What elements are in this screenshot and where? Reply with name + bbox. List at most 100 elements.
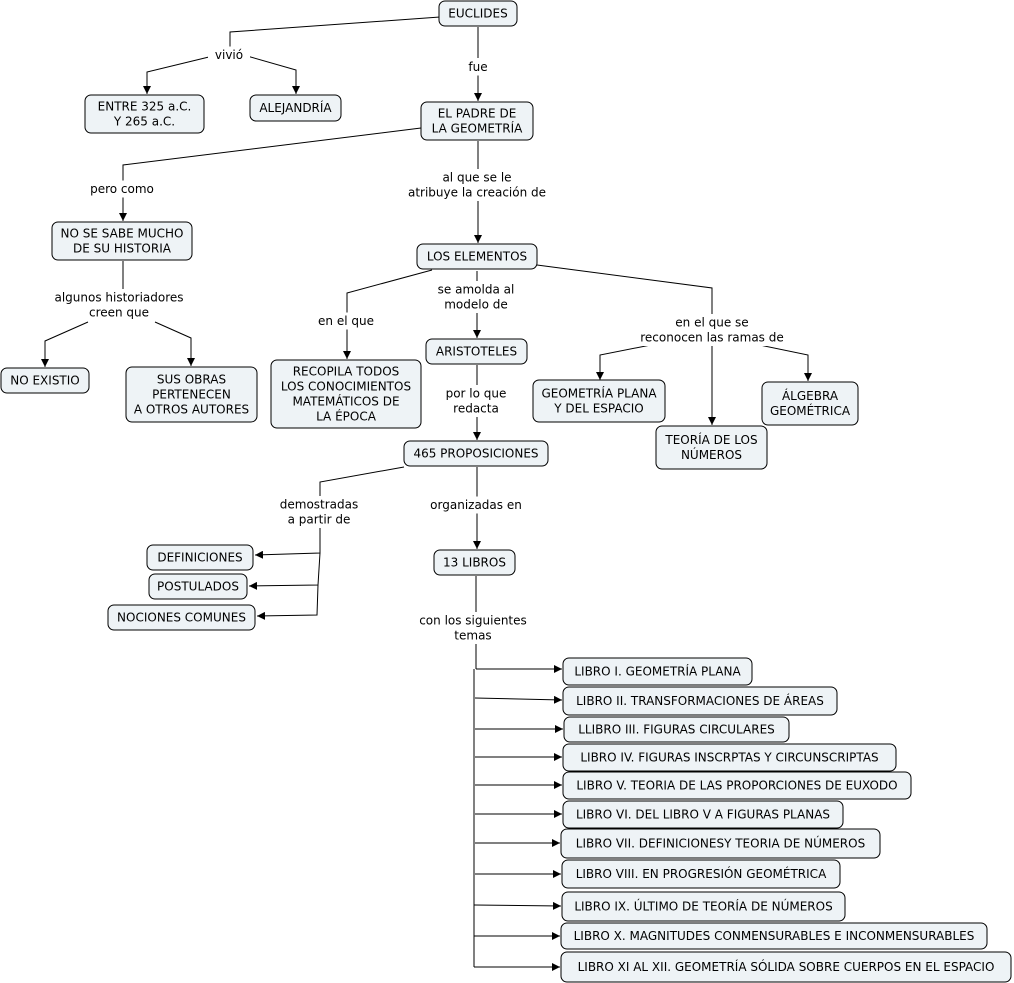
link-label-demostradas-line: a partir de xyxy=(288,513,351,527)
connector-line xyxy=(41,321,89,367)
node-label-text: LIBRO XI AL XII. GEOMETRÍA SÓLIDA SOBRE … xyxy=(578,959,995,974)
node-label-line: EL PADRE DE xyxy=(438,107,517,121)
concept-node-euclides[interactable]: EUCLIDES xyxy=(438,0,518,27)
node-label-line: GEOMETRÍA PLANA xyxy=(541,386,657,401)
link-label-bg xyxy=(276,496,362,528)
link-label-siguientes-line: temas xyxy=(454,629,491,643)
node-box xyxy=(562,771,912,800)
concept-node-libro2[interactable]: LIBRO II. TRANSFORMACIONES DE ÁREAS xyxy=(562,686,838,716)
concept-node-nociones[interactable]: NOCIONES COMUNES xyxy=(107,604,256,631)
node-label-line: 465 PROPOSICIONES xyxy=(413,447,538,461)
node-label-line: ÁLGEBRA xyxy=(782,388,839,403)
link-label-pero-como-text: pero como xyxy=(90,182,154,196)
node-label-text: LOS ELEMENTOS xyxy=(427,250,527,264)
concept-node-definiciones[interactable]: DEFINICIONES xyxy=(146,544,254,571)
node-label-line: A OTROS AUTORES xyxy=(134,403,249,417)
concept-node-libro6[interactable]: LIBRO VI. DEL LIBRO V A FIGURAS PLANAS xyxy=(562,800,844,829)
node-label-line: MATEMÁTICOS DE xyxy=(292,394,399,409)
concept-node-postulados[interactable]: POSTULADOS xyxy=(148,573,248,600)
node-label-text: LLIBRO III. FIGURAS CIRCULARES xyxy=(578,723,775,737)
concept-node-libro9[interactable]: LIBRO IX. ÚLTIMO DE TEORÍA DE NÚMEROS xyxy=(561,891,846,922)
node-label-text: LIBRO IV. FIGURAS INSCRPTAS Y CIRCUNSCRI… xyxy=(580,751,878,765)
link-label-bg xyxy=(629,314,795,346)
concept-node-aristoteles[interactable]: ARISTOTELES xyxy=(425,338,528,365)
node-label-text: NOCIONES COMUNES xyxy=(117,611,246,625)
link-label-atribuye-line: al que se le xyxy=(442,171,511,185)
connector-line xyxy=(256,584,319,620)
node-label-line: LLIBRO III. FIGURAS CIRCULARES xyxy=(578,723,775,737)
concept-node-libro5[interactable]: LIBRO V. TEORIA DE LAS PROPORCIONES DE E… xyxy=(562,771,912,800)
connector-line xyxy=(254,528,321,559)
link-label-en-el-que-text: en el que xyxy=(318,314,374,328)
concept-node-libro3[interactable]: LLIBRO III. FIGURAS CIRCULARES xyxy=(563,716,790,743)
link-label-amolda-line: modelo de xyxy=(444,298,508,312)
link-label-organizadas-line: organizadas en xyxy=(430,498,522,512)
node-label-text: LIBRO IX. ÚLTIMO DE TEORÍA DE NÚMEROS xyxy=(574,899,832,914)
link-label-bg xyxy=(391,169,563,201)
node-box xyxy=(403,440,549,467)
link-label-bg xyxy=(437,385,515,417)
node-label-line: LIBRO II. TRANSFORMACIONES DE ÁREAS xyxy=(576,693,824,708)
concept-node-no-existio[interactable]: NO EXISTIO xyxy=(0,367,90,394)
link-label-bg xyxy=(464,58,492,76)
concept-node-libro10[interactable]: LIBRO X. MAGNITUDES CONMENSURABLES E INC… xyxy=(560,922,988,950)
connector-line xyxy=(122,127,422,182)
node-label-line: TEORÍA DE LOS xyxy=(664,432,757,447)
node-label-line: ALEJANDRÍA xyxy=(259,100,332,115)
node-label-line: POSTULADOS xyxy=(157,580,239,594)
link-label-redacta-line: por lo que xyxy=(446,387,507,401)
concept-node-libro4[interactable]: LIBRO IV. FIGURAS INSCRPTAS Y CIRCUNSCRI… xyxy=(562,743,897,772)
link-label-bg xyxy=(40,289,198,321)
connector-line xyxy=(754,343,812,381)
node-label-line: GEOMÉTRICA xyxy=(770,403,851,418)
concept-node-libro7[interactable]: LIBRO VII. DEFINICIONESY TEORIA DE NÚMER… xyxy=(560,828,881,859)
node-label-line: LA GEOMETRÍA xyxy=(432,121,523,136)
concept-node-trece-libros[interactable]: 13 LIBROS xyxy=(433,549,516,576)
concept-node-libro1[interactable]: LIBRO I. GEOMETRÍA PLANA xyxy=(562,657,753,686)
node-label-text: LIBRO VII. DEFINICIONESY TEORIA DE NÚMER… xyxy=(576,836,865,851)
node-label-line: LIBRO X. MAGNITUDES CONMENSURABLES E INC… xyxy=(574,929,975,943)
concept-node-alejandria[interactable]: ALEJANDRÍA xyxy=(249,94,342,122)
node-label-line: PERTENECEN xyxy=(152,388,231,402)
node-label-line: ARISTOTELES xyxy=(436,345,517,359)
node-box xyxy=(270,359,422,429)
node-label-text: ARISTOTELES xyxy=(436,345,517,359)
concept-node-elementos[interactable]: LOS ELEMENTOS xyxy=(416,243,538,270)
node-label-text: NO EXISTIO xyxy=(10,374,80,388)
connector-line xyxy=(248,552,321,590)
node-box xyxy=(560,951,1012,983)
link-label-bg xyxy=(86,180,158,198)
node-box xyxy=(146,544,254,571)
node-label-line: NÚMEROS xyxy=(681,447,742,462)
node-label-line: EUCLIDES xyxy=(448,7,507,21)
node-box xyxy=(416,243,538,270)
concept-node-libro11[interactable]: LIBRO XI AL XII. GEOMETRÍA SÓLIDA SOBRE … xyxy=(560,951,1012,983)
concept-node-libro8[interactable]: LIBRO VIII. EN PROGRESIÓN GEOMÉTRICA xyxy=(561,859,841,889)
link-label-vivio-text: vivió xyxy=(215,48,243,62)
link-label-redacta-line: redacta xyxy=(453,402,499,416)
node-label-text: POSTULADOS xyxy=(157,580,239,594)
link-label-siguientes-line: con los siguientes xyxy=(419,614,527,628)
link-label-bg xyxy=(310,312,382,330)
node-label-line: LIBRO VI. DEL LIBRO V A FIGURAS PLANAS xyxy=(576,808,830,822)
node-box xyxy=(562,743,897,772)
node-box xyxy=(561,859,841,889)
concept-node-fecha[interactable]: ENTRE 325 a.C.Y 265 a.C. xyxy=(84,94,205,134)
link-label-en-el-que-line: en el que xyxy=(318,314,374,328)
concept-node-proposiciones[interactable]: 465 PROPOSICIONES xyxy=(403,440,549,467)
node-label-line: LIBRO V. TEORIA DE LAS PROPORCIONES DE E… xyxy=(576,779,897,793)
